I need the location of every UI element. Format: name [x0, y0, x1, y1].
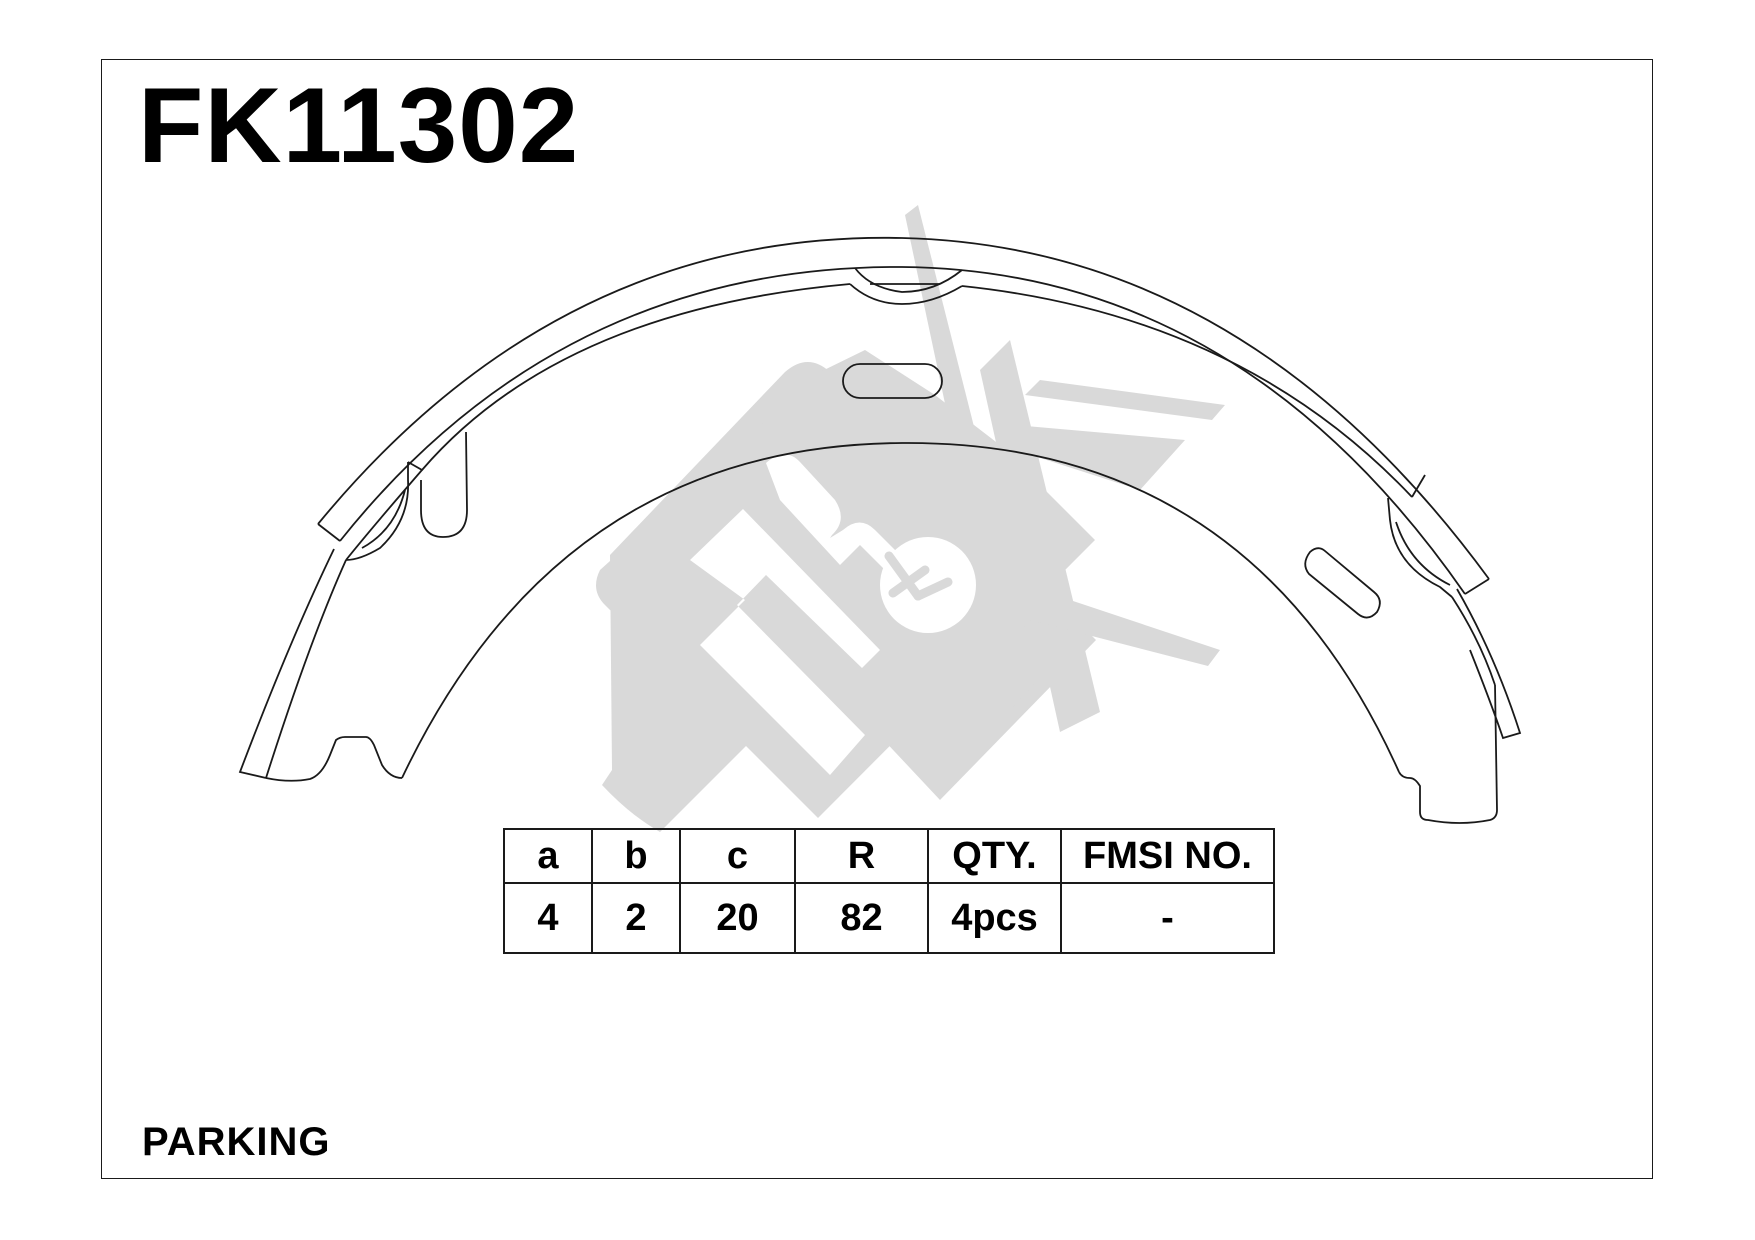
center-slot — [842, 363, 943, 399]
shoe-slots — [842, 363, 1381, 619]
value-r: 82 — [794, 882, 929, 954]
drawing-frame — [101, 59, 1653, 1179]
value-qty: 4pcs — [927, 882, 1062, 954]
value-b: 2 — [591, 882, 681, 954]
spec-table: a b c R QTY. FMSI NO. 4 2 20 82 4pcs - — [503, 828, 1275, 954]
brake-lining — [317, 236, 1490, 595]
header-fmsi: FMSI NO. — [1060, 828, 1275, 884]
header-a: a — [503, 828, 593, 884]
spec-table-header-row: a b c R QTY. FMSI NO. — [503, 828, 1275, 884]
header-qty: QTY. — [927, 828, 1062, 884]
fbk-watermark-letters — [690, 454, 905, 775]
value-c: 20 — [679, 882, 796, 954]
value-fmsi: - — [1060, 882, 1275, 954]
right-slot — [1304, 547, 1381, 619]
emblem-glyph — [884, 551, 953, 601]
fbk-watermark-logo — [596, 205, 1225, 832]
shoe-web — [238, 267, 1522, 824]
spec-table-value-row: 4 2 20 82 4pcs - — [503, 882, 1275, 954]
part-number-title: FK11302 — [138, 65, 580, 185]
header-r: R — [794, 828, 929, 884]
header-c: c — [679, 828, 796, 884]
category-label: PARKING — [142, 1120, 331, 1164]
header-b: b — [591, 828, 681, 884]
value-a: 4 — [503, 882, 593, 954]
